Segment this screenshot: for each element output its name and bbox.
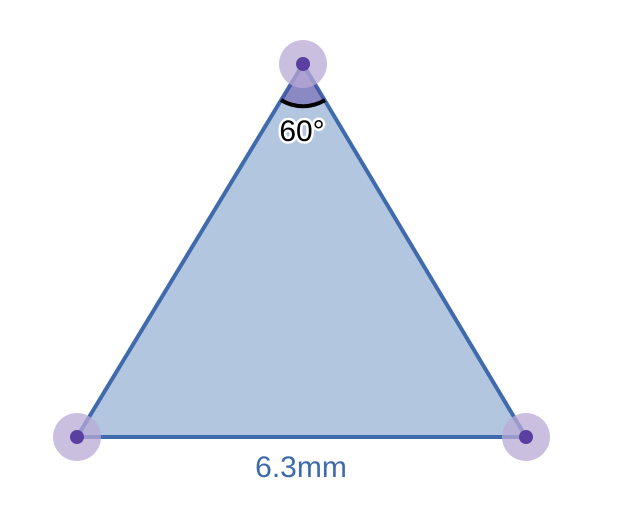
vertex-top[interactable] [279, 40, 327, 88]
vertex-bottom-right[interactable] [502, 413, 550, 461]
angle-label: 60° [279, 115, 324, 148]
vertex-bottom-left[interactable] [53, 413, 101, 461]
vertex-top-point[interactable] [296, 57, 310, 71]
vertex-bottom-right-point[interactable] [519, 430, 533, 444]
vertex-bottom-left-point[interactable] [70, 430, 84, 444]
angle-arc [279, 98, 327, 109]
triangle-shape [75, 62, 528, 439]
side-length-label: 6.3mm [255, 451, 347, 484]
